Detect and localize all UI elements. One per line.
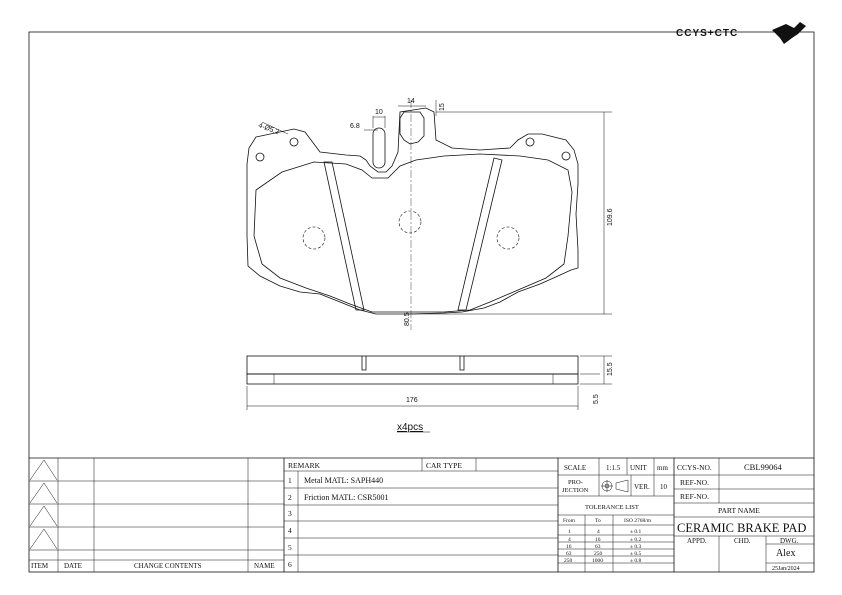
hidden-piston-left xyxy=(302,226,326,250)
part-name-label: PART NAME xyxy=(718,506,760,515)
centre-slot xyxy=(372,127,386,169)
rev-header-item: ITEM xyxy=(31,562,49,570)
tol-cell: ± 0.3 xyxy=(630,544,642,550)
revision-table: ITEM DATE CHANGE CONTENTS NAME xyxy=(29,458,285,572)
tol-cell: 63 xyxy=(595,544,601,550)
part-info-block: CCYS-NO. CBL99064 REF-NO. REF-NO. PART N… xyxy=(674,458,814,572)
tol-cell: 4 xyxy=(597,529,600,535)
tol-cell: 250 xyxy=(594,551,603,557)
revision-triangle-icon xyxy=(29,459,58,550)
remark-row-no: 4 xyxy=(288,526,292,535)
rev-header-change: CHANGE CONTENTS xyxy=(134,562,202,570)
tol-cell: 1000 xyxy=(592,558,603,564)
pad-side-view: 176 15.5 5.5 xyxy=(246,355,614,410)
mount-hole-3 xyxy=(525,137,535,147)
projection-symbol-icon xyxy=(601,479,629,493)
tol-header-from: From xyxy=(563,518,576,524)
tol-cell: ± 0.1 xyxy=(630,529,642,535)
projection-label-2: JECTION xyxy=(562,487,589,494)
friction-slot-right xyxy=(457,157,503,311)
dim-15-5: 15.5 xyxy=(607,362,614,376)
unit-label: UNIT xyxy=(630,464,647,472)
remark-header: REMARK xyxy=(288,461,321,470)
tol-cell: ± 0.5 xyxy=(630,551,642,557)
hidden-piston-right xyxy=(496,226,520,250)
remark-row-text: Metal MATL: SAPH440 xyxy=(304,476,383,485)
pad-front-view: 4-Ø5.2 10 14 15 6.8 109.6 80.5 xyxy=(246,98,614,330)
mount-hole-4 xyxy=(561,151,571,161)
dim-6-8: 6.8 xyxy=(350,123,360,130)
tol-header-iso: ISO 2768/m xyxy=(624,518,652,524)
dim-10: 10 xyxy=(375,109,383,116)
chd-label: CHD. xyxy=(734,537,751,545)
logo-text: CCYS+CTC xyxy=(676,28,738,39)
tol-cell: 63 xyxy=(566,551,572,557)
remark-table: REMARK CAR TYPE 1 Metal MATL: SAPH440 2 … xyxy=(284,458,559,572)
ccys-value: CBL99064 xyxy=(744,462,783,472)
rev-header-name: NAME xyxy=(254,562,275,570)
part-name-value: CERAMIC BRAKE PAD xyxy=(677,521,806,535)
ver-value: 10 xyxy=(660,483,668,491)
dim-14: 14 xyxy=(407,98,415,105)
tol-header-to: To xyxy=(595,518,601,524)
cartype-header: CAR TYPE xyxy=(426,461,462,470)
tol-cell: 1 xyxy=(568,529,571,535)
ver-label: VER. xyxy=(634,483,650,491)
remark-row-no: 5 xyxy=(288,543,292,552)
company-logo: CCYS+CTC xyxy=(676,22,806,44)
drawer-name: Alex xyxy=(776,548,795,559)
mount-hole-1 xyxy=(255,152,265,162)
tol-cell: 16 xyxy=(566,544,572,550)
tol-cell: 250 xyxy=(564,558,573,564)
friction-slot-left xyxy=(323,161,365,311)
unit-value: mm xyxy=(657,464,668,472)
appd-label: APPD. xyxy=(687,537,707,545)
sheet-frame xyxy=(28,31,815,573)
tol-cell: ± 0.8 xyxy=(630,558,642,564)
mount-hole-2 xyxy=(289,137,299,147)
scale-tolerance-block: SCALE 1:1.5 UNIT mm PRO- JECTION VER. 10… xyxy=(558,458,675,572)
dim-5-5: 5.5 xyxy=(593,394,600,404)
friction-layer xyxy=(246,355,579,375)
remark-row-no: 2 xyxy=(288,493,292,502)
tol-cell: 16 xyxy=(595,537,601,543)
scale-value: 1:1.5 xyxy=(606,464,621,472)
scale-label: SCALE xyxy=(564,464,586,472)
ref-label-2: REF-NO. xyxy=(680,492,709,501)
remark-row-no: 6 xyxy=(288,560,292,569)
tol-cell: ± 0.2 xyxy=(630,537,642,543)
quantity-label: x4pcs xyxy=(397,422,423,433)
dim-80-5: 80.5 xyxy=(404,312,411,326)
tolerance-title: TOLERANCE LIST xyxy=(585,504,639,511)
backing-plate-layer xyxy=(246,373,579,385)
remark-row-no: 3 xyxy=(288,509,292,518)
rev-header-date: DATE xyxy=(64,562,82,570)
dimension-lines: 4-Ø5.2 10 14 15 6.8 109.6 80.5 xyxy=(257,98,614,326)
logo-mark-icon xyxy=(772,22,806,44)
backing-plate-outline xyxy=(246,107,579,315)
side-pin-left xyxy=(361,356,367,371)
dwg-label: DWG. xyxy=(780,537,799,545)
hidden-piston-centre xyxy=(398,210,422,234)
projection-label-1: PRO- xyxy=(568,479,583,486)
dim-109-6: 109.6 xyxy=(607,208,614,226)
dim-15: 15 xyxy=(439,103,446,111)
side-pin-right xyxy=(459,356,465,371)
drawing-date: 25Jan/2024 xyxy=(772,566,800,572)
remark-row-no: 1 xyxy=(288,476,292,485)
ccys-label: CCYS-NO. xyxy=(677,463,712,472)
centre-tab-cutout xyxy=(399,111,425,145)
ref-label-1: REF-NO. xyxy=(680,478,709,487)
dim-176: 176 xyxy=(406,397,418,404)
remark-row-text: Friction MATL: CSR5001 xyxy=(304,493,388,502)
title-block: ITEM DATE CHANGE CONTENTS NAME REMARK CA… xyxy=(29,457,814,572)
tol-cell: 4 xyxy=(568,537,571,543)
friction-material-outline xyxy=(253,153,573,313)
